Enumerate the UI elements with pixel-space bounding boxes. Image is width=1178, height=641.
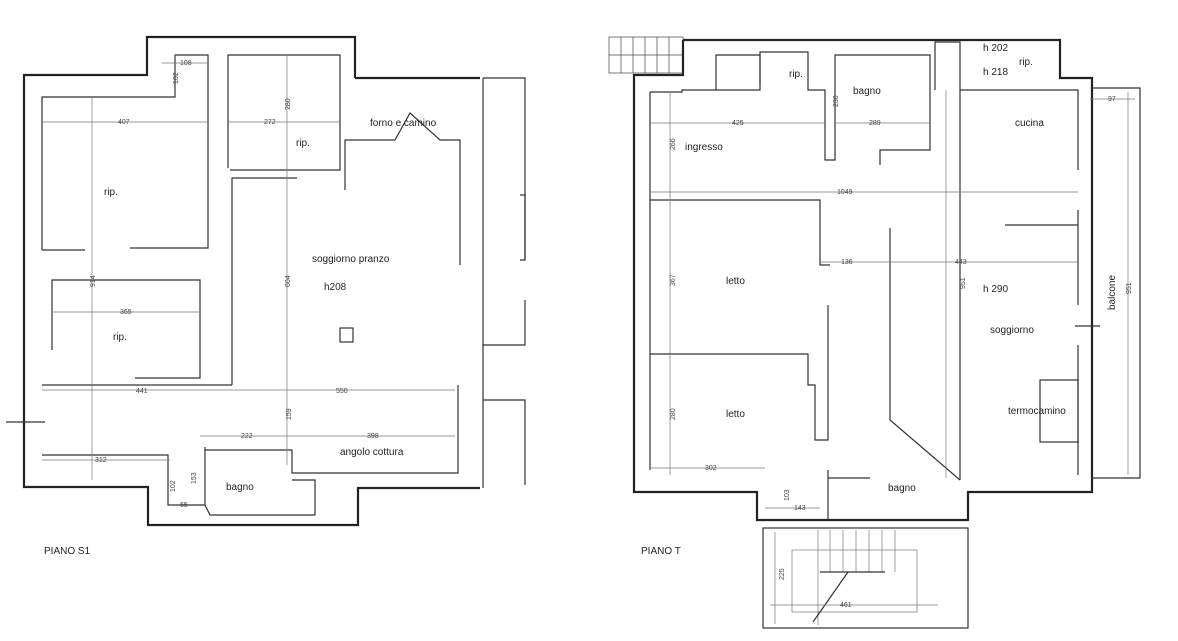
dimension-label: 951	[960, 277, 967, 289]
dimension-label: 367	[670, 274, 677, 286]
t-room-soggiorno-label: soggiorno	[990, 325, 1034, 336]
t-room-letto-label: letto	[726, 409, 745, 420]
s1-wall-rip1	[41, 54, 209, 250]
t-room-letto-label: letto	[726, 276, 745, 287]
s1-external-wall-segments	[482, 77, 526, 488]
dimension-label: 365	[120, 309, 132, 316]
s1-wall-fireplace	[344, 112, 461, 265]
s1-wall-kitchen	[204, 385, 459, 474]
dimension-label: 1049	[837, 189, 853, 196]
t-room-rip-label: rip.	[1019, 57, 1033, 68]
t-wall-letto1	[650, 199, 830, 266]
dimension-label: 441	[136, 388, 148, 395]
plan-s1: rip. rip. rip. forno e camino soggiorno …	[6, 35, 526, 557]
dimension-label: 230	[833, 95, 840, 107]
t-balcony	[1092, 87, 1141, 479]
dimension-label: 604	[285, 275, 292, 287]
dimension-label: 143	[794, 505, 806, 512]
dimension-label: 222	[241, 433, 253, 440]
plan-t: h 202 rip. h 218 rip. bagno cucina ingre…	[608, 36, 1141, 629]
s1-wall-rip3	[227, 54, 341, 171]
t-room-bagno-label: bagno	[888, 483, 916, 494]
s1-room-soggiorno-label: soggiorno pranzo	[312, 254, 390, 265]
s1-room-rip-label: rip.	[113, 332, 127, 343]
dimension-label: 272	[264, 119, 276, 126]
dimension-label: 914	[90, 275, 97, 287]
dimension-label: 103	[784, 489, 791, 501]
s1-dimension-lines	[42, 55, 455, 480]
s1-outer-wall	[22, 35, 480, 527]
dimension-label: 266	[670, 138, 677, 150]
dimension-label: 425	[732, 120, 744, 127]
t-height-label: h 202	[983, 43, 1008, 54]
s1-wall-bath	[204, 450, 316, 516]
dimension-label: 461	[840, 602, 852, 609]
plan-t-title: PIANO T	[641, 546, 681, 557]
t-room-termocamino-label: termocamino	[1008, 406, 1066, 417]
dimension-label: 951	[1126, 282, 1133, 294]
dimension-label: 280	[285, 98, 292, 110]
s1-room-bagno-label: bagno	[226, 482, 254, 493]
t-room-ingresso-label: ingresso	[685, 142, 723, 153]
t-height-label: h 290	[983, 284, 1008, 295]
t-wall-rip	[759, 51, 931, 165]
s1-wall-rip2	[51, 279, 201, 379]
dimension-label: 65	[180, 502, 188, 509]
t-wall-cucina	[934, 41, 1079, 170]
t-room-bagno-label: bagno	[853, 86, 881, 97]
dimension-label: 225	[779, 568, 786, 580]
t-wall-top-rooms	[650, 54, 761, 93]
t-entry-stairs	[608, 36, 684, 74]
dimension-label: 108	[180, 60, 192, 67]
t-room-cucina-label: cucina	[1015, 118, 1044, 129]
t-balcone-label: balcone	[1107, 275, 1118, 310]
dimension-label: 153	[191, 472, 198, 484]
plan-s1-title: PIANO S1	[44, 546, 91, 557]
dimension-label: 398	[367, 433, 379, 440]
t-stairwell	[762, 527, 969, 629]
t-dimension-lines	[650, 90, 1135, 624]
dimension-label: 289	[869, 120, 881, 127]
dimension-label: 136	[841, 259, 853, 266]
s1-pillar	[339, 327, 354, 343]
t-room-rip-label: rip.	[789, 69, 803, 80]
t-height-label: h 218	[983, 67, 1008, 78]
dimension-label: 407	[118, 119, 130, 126]
s1-room-angolo-label: angolo cottura	[340, 447, 404, 458]
t-termocamino-box	[1039, 379, 1079, 443]
s1-room-forno-label: forno e camino	[370, 118, 437, 129]
s1-wall-living	[231, 177, 297, 385]
s1-wall-corridor	[42, 454, 205, 506]
dimension-label: 550	[336, 388, 348, 395]
t-outer-wall	[632, 38, 1094, 522]
dimension-label: 302	[705, 465, 717, 472]
dimension-label: 102	[173, 72, 180, 84]
t-wall-hall	[889, 228, 961, 481]
s1-room-rip-label: rip.	[104, 187, 118, 198]
dimension-label: 159	[286, 408, 293, 420]
dimension-label: 97	[1108, 96, 1116, 103]
s1-room-rip-label: rip.	[296, 138, 310, 149]
s1-height-label: h208	[324, 282, 347, 293]
dimension-label: 312	[95, 457, 107, 464]
dimension-label: 102	[170, 480, 177, 492]
dimension-label: 280	[670, 408, 677, 420]
t-wall-letto-div	[650, 305, 829, 441]
dimension-label: 443	[955, 259, 967, 266]
